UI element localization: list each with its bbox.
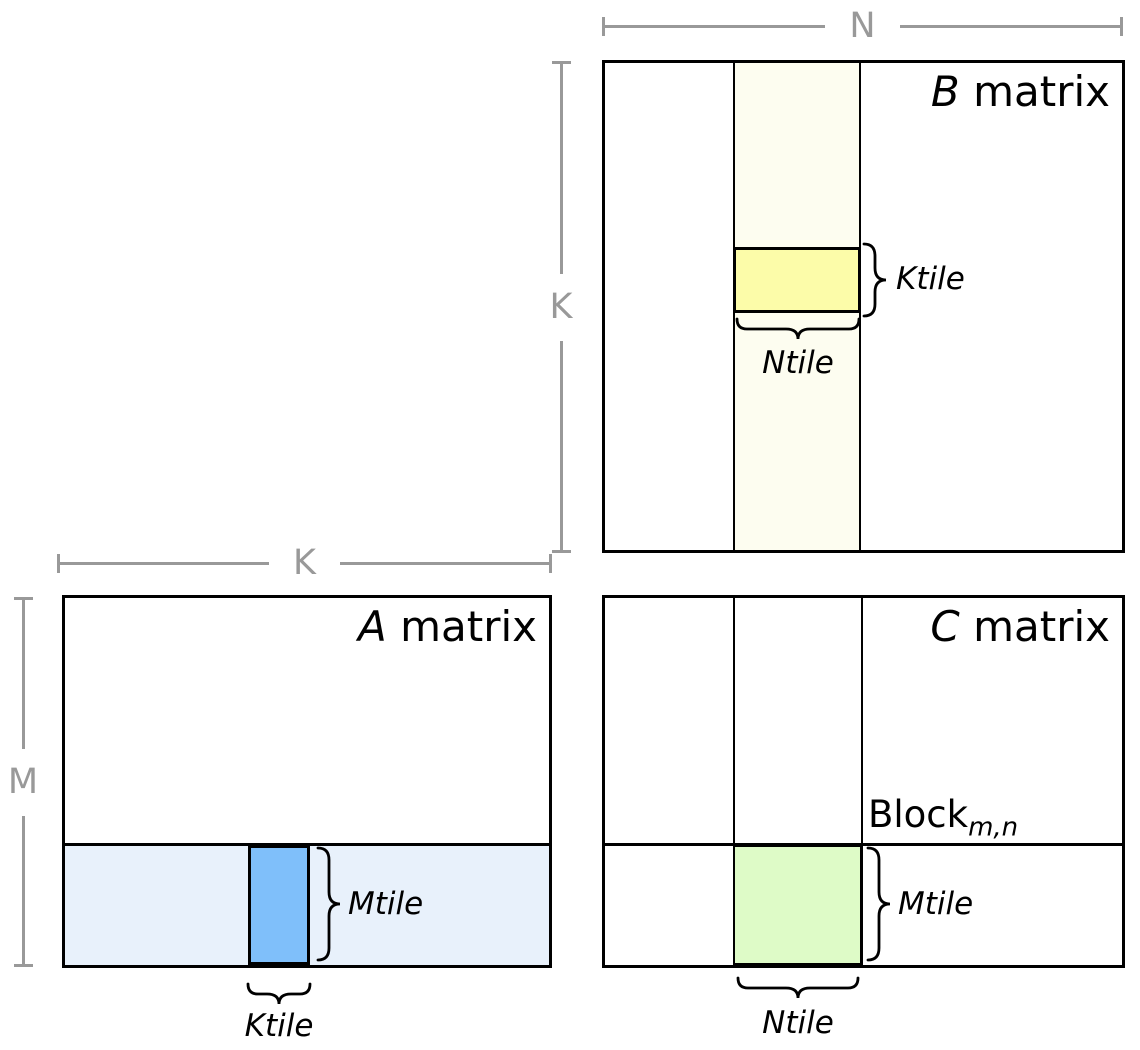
a-matrix-word: matrix (400, 602, 537, 651)
dimension-tick (13, 597, 33, 600)
c-matrix-column-line (861, 598, 863, 965)
dimension-label-n: N (849, 5, 876, 46)
dimension-tick (13, 964, 33, 967)
block-mn-label: Blockm,n (868, 793, 1018, 840)
block-label-subscript: m,n (968, 812, 1019, 843)
underbrace-icon (246, 982, 312, 1005)
right-brace-icon (316, 846, 341, 962)
dimension-tick (551, 550, 571, 553)
right-brace-icon (862, 242, 887, 318)
dimension-line-segment (605, 24, 826, 28)
dimension-label-k: K (549, 286, 573, 327)
a-matrix-box: A matrix (62, 595, 552, 968)
dimension-line-segment (899, 24, 1120, 28)
c-matrix-column-line (733, 598, 735, 965)
dimension-line-segment (339, 561, 550, 565)
dimension-line-k-horizontal: K (57, 542, 553, 583)
a-ktile-label: Ktile (244, 1008, 314, 1044)
right-brace-icon (866, 846, 891, 962)
b-ntile-label: Ntile (762, 345, 834, 381)
dimension-line-segment (559, 340, 563, 550)
c-matrix-row-line (605, 843, 1122, 846)
a-matrix-mtile-ktile-tile (248, 845, 310, 965)
dimension-line-segment (21, 600, 25, 749)
dimension-label-m: M (7, 761, 39, 802)
b-matrix-word: matrix (973, 67, 1110, 116)
underbrace-icon (736, 976, 860, 999)
dimension-tick (1120, 16, 1123, 36)
b-matrix-ktile-ntile-tile (733, 247, 861, 313)
b-matrix-letter: B (930, 67, 960, 116)
dimension-tick (549, 553, 553, 573)
dimension-line-k-vertical: K (546, 61, 576, 553)
block-label-base: Block (868, 793, 969, 836)
dimension-label-k: K (293, 542, 316, 583)
dimension-line-segment (60, 561, 270, 565)
a-matrix-title: A matrix (357, 602, 537, 651)
b-matrix-title: B matrix (930, 67, 1110, 116)
c-matrix-word: matrix (973, 602, 1110, 651)
c-matrix-box: C matrix Blockm,n (602, 595, 1125, 968)
c-ntile-label: Ntile (762, 1005, 834, 1041)
dimension-line-m: M (8, 597, 38, 967)
dimension-line-n: N (602, 5, 1123, 46)
a-matrix-letter: A (357, 602, 387, 651)
dimension-tick (551, 61, 571, 64)
dimension-line-segment (559, 64, 563, 274)
underbrace-icon (735, 317, 861, 340)
dimension-tick (602, 16, 605, 36)
b-matrix-box: B matrix (602, 60, 1125, 553)
c-matrix-block-tile (733, 845, 862, 965)
dimension-tick (57, 553, 60, 573)
dimension-line-segment (21, 815, 25, 964)
c-mtile-label: Mtile (898, 886, 974, 922)
c-matrix-title: C matrix (930, 602, 1110, 651)
a-mtile-label: Mtile (348, 886, 424, 922)
b-ktile-label: Ktile (896, 261, 965, 297)
c-matrix-letter: C (930, 602, 960, 651)
